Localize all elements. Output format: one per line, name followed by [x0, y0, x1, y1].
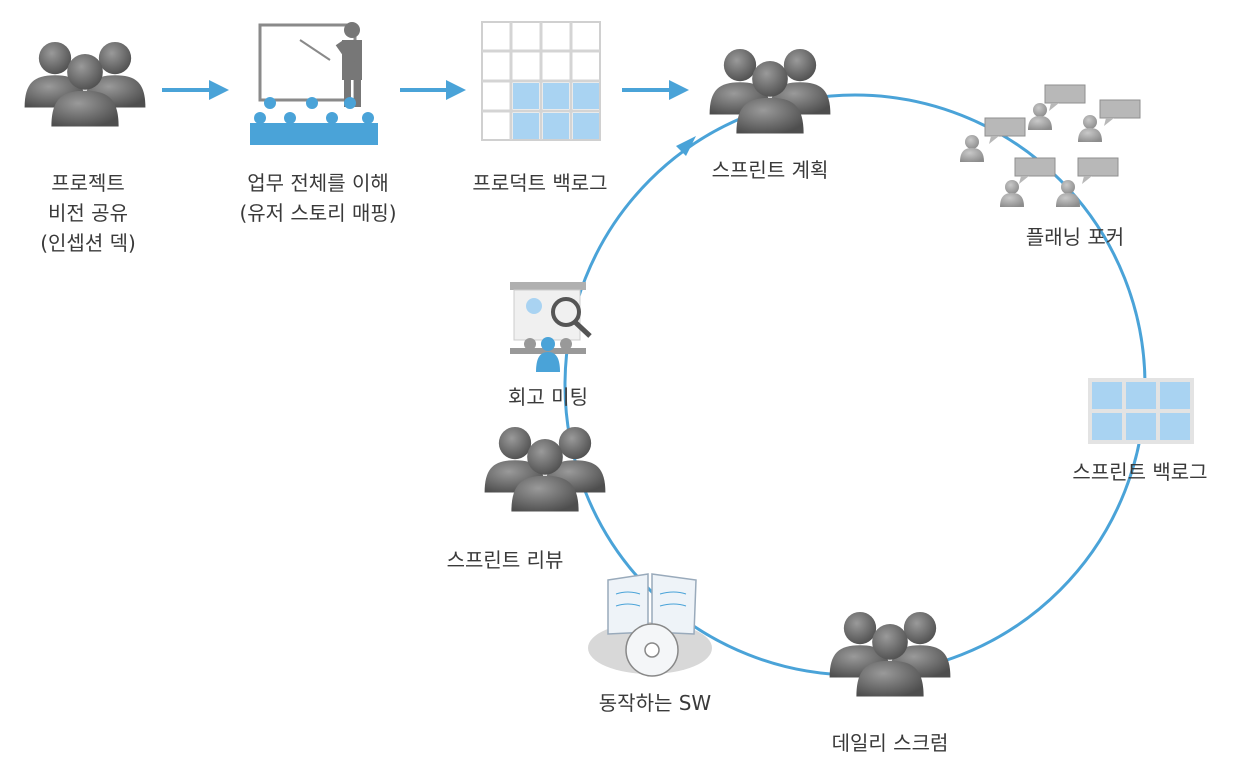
label-sprint-planning-text: 스프린트 계획 — [711, 158, 829, 182]
label-sprint-review: 스프린트 리뷰 — [447, 545, 564, 575]
software-cd-icon — [588, 573, 712, 677]
cycle-arrowhead — [676, 136, 696, 156]
label-product-backlog-text: 프로덕트 백로그 — [472, 171, 608, 195]
people-group-icon — [25, 42, 146, 127]
backlog-grid-icon — [481, 21, 601, 141]
label-understand-line1: 업무 전체를 이해 — [247, 171, 389, 195]
label-sprint-planning: 스프린트 계획 — [712, 155, 829, 185]
label-retrospective: 회고 미팅 — [508, 382, 588, 412]
label-sprint-backlog-text: 스프린트 백로그 — [1072, 460, 1208, 484]
daily-scrum-people-icon — [830, 612, 951, 697]
sprint-backlog-icon — [1088, 378, 1194, 444]
label-working-sw-text: 동작하는 SW — [598, 691, 712, 715]
label-vision-line1: 프로젝트 — [51, 171, 125, 195]
label-sprint-backlog: 스프린트 백로그 — [1072, 457, 1207, 487]
label-product-backlog: 프로덕트 백로그 — [472, 168, 607, 198]
label-daily-scrum-text: 데일리 스크럼 — [831, 731, 949, 755]
sprint-planning-people-icon — [710, 49, 831, 134]
label-working-sw: 동작하는 SW — [599, 688, 711, 718]
label-vision: 프로젝트 비전 공유 (인셉션 덱) — [40, 168, 136, 258]
label-vision-line3: (인셉션 덱) — [40, 231, 136, 255]
label-understand-line2: (유저 스토리 매핑) — [239, 201, 397, 225]
retrospective-icon — [510, 282, 592, 372]
label-vision-line2: 비전 공유 — [48, 201, 128, 225]
presentation-icon — [250, 22, 378, 145]
label-planning-poker-text: 플래닝 포커 — [1025, 225, 1125, 249]
planning-poker-icon — [960, 84, 1141, 207]
label-daily-scrum: 데일리 스크럼 — [832, 728, 949, 758]
label-retrospective-text: 회고 미팅 — [508, 385, 588, 409]
label-planning-poker: 플래닝 포커 — [1026, 222, 1124, 252]
label-sprint-review-text: 스프린트 리뷰 — [446, 548, 564, 572]
label-understand: 업무 전체를 이해 (유저 스토리 매핑) — [239, 168, 396, 228]
